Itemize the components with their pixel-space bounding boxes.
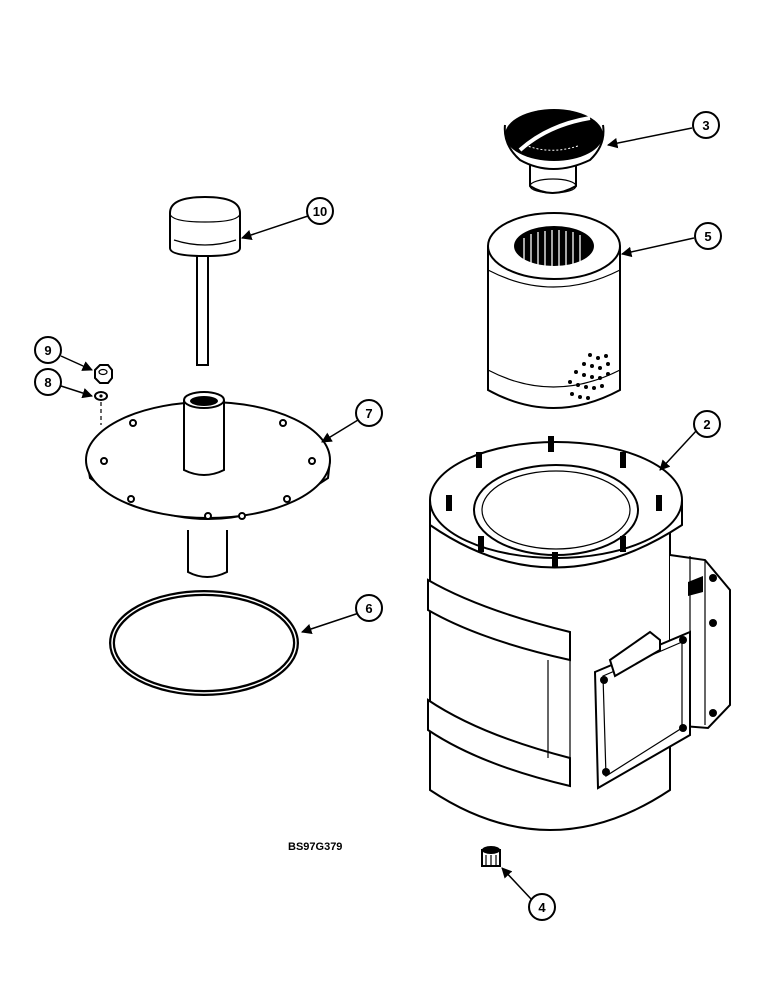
part-7-plate <box>85 391 331 578</box>
part-3-cap <box>503 109 605 194</box>
part-2-housing <box>427 436 731 831</box>
callout-6-label: 6 <box>365 601 372 616</box>
part-9-nut <box>94 364 113 384</box>
callout-10-label: 10 <box>313 204 327 219</box>
callout-5-label: 5 <box>704 229 711 244</box>
callout-5: 5 <box>694 222 722 250</box>
part-10-indicator <box>169 195 241 366</box>
part-5-filter-element <box>487 212 621 409</box>
callout-10: 10 <box>306 197 334 225</box>
callout-9-label: 9 <box>44 343 51 358</box>
callout-2: 2 <box>693 410 721 438</box>
callout-4-label: 4 <box>538 900 546 915</box>
part-4-plug <box>481 846 501 867</box>
callout-7-label: 7 <box>365 406 372 421</box>
callout-8-label: 8 <box>44 375 51 390</box>
callout-4: 4 <box>528 893 556 921</box>
leader-lines <box>60 127 698 901</box>
part-6-o-ring <box>109 590 299 696</box>
callout-8: 8 <box>34 368 62 396</box>
figure-code: BS97G379 <box>288 841 342 853</box>
callout-3-label: 3 <box>702 118 709 133</box>
callout-7: 7 <box>355 399 383 427</box>
callout-2-label: 2 <box>703 417 710 432</box>
part-8-washer <box>94 391 108 425</box>
callout-6: 6 <box>355 594 383 622</box>
callout-9: 9 <box>34 336 62 364</box>
callout-3: 3 <box>692 111 720 139</box>
